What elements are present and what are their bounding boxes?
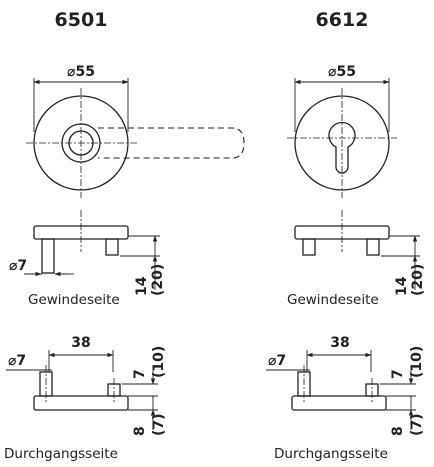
side-view-gewindeseite: 14 (20) Gewindeseite xyxy=(287,210,426,308)
pin-diameter-dimension: ⌀7 xyxy=(9,258,27,274)
upper-dimension: 7 xyxy=(132,369,148,379)
model-6501: 6501 ⌀55 ⌀7 xyxy=(4,9,245,462)
model-6612: 6612 ⌀55 14 (20) Gewindeseite xyxy=(266,9,426,462)
pin-diameter-dimension: ⌀7 xyxy=(8,353,26,369)
lower-dimension: 8 xyxy=(390,426,406,436)
height-alt-dimension: (20) xyxy=(150,264,166,296)
upper-alt-dimension: (10) xyxy=(151,346,167,378)
profile-cylinder-cutout xyxy=(328,121,356,174)
model-number: 6501 xyxy=(55,9,108,31)
pin-diameter-dimension: ⌀7 xyxy=(268,353,286,369)
handle-outline xyxy=(98,127,245,159)
height-alt-dimension: (20) xyxy=(410,264,426,296)
threaded-pin xyxy=(41,238,55,274)
lower-alt-dimension: (7) xyxy=(151,413,167,436)
rosette-front-view: ⌀55 xyxy=(287,64,397,198)
pin-stub xyxy=(302,238,316,256)
side-view-durchgangsseite: 38 ⌀7 7 (10) 8 (7) Durchgangsseite xyxy=(266,335,425,462)
view-caption: Gewindeseite xyxy=(28,292,120,308)
pin-stub xyxy=(105,238,119,256)
spacing-dimension: 38 xyxy=(71,335,90,351)
rosette-plate xyxy=(291,395,387,411)
diameter-dimension: ⌀55 xyxy=(67,64,95,80)
view-caption: Gewindeseite xyxy=(287,292,379,308)
view-caption: Durchgangsseite xyxy=(274,446,388,462)
spacing-dimension: 38 xyxy=(330,335,349,351)
rosette-front-view: ⌀55 xyxy=(26,64,245,198)
height-dimension: 14 xyxy=(394,276,410,296)
upper-dimension: 7 xyxy=(390,369,406,379)
upper-alt-dimension: (10) xyxy=(409,346,425,378)
rosette-plate xyxy=(33,395,129,411)
lower-alt-dimension: (7) xyxy=(409,413,425,436)
model-number: 6612 xyxy=(316,9,369,31)
side-view-durchgangsseite: 38 ⌀7 7 (10) 8 (7) Durchgangsseite xyxy=(4,335,167,462)
side-view-gewindeseite: ⌀7 14 (20) Gewindeseite xyxy=(9,210,166,308)
lower-dimension: 8 xyxy=(132,426,148,436)
pin-stub xyxy=(366,238,380,256)
view-caption: Durchgangsseite xyxy=(4,446,118,462)
height-dimension: 14 xyxy=(134,276,150,296)
diameter-dimension: ⌀55 xyxy=(328,64,356,80)
